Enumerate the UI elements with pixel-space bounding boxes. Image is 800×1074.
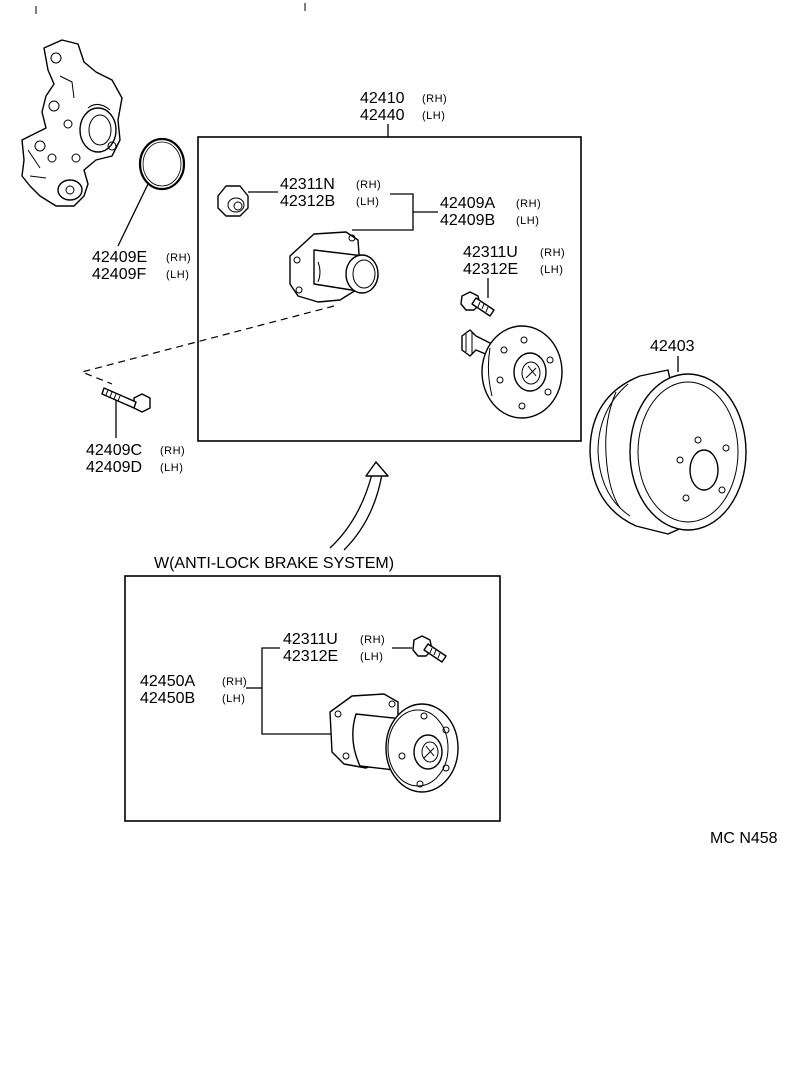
part-number-42409C: 42409C (86, 442, 142, 459)
o-ring-leader (117, 183, 149, 247)
bearing-housing-icon[interactable] (289, 231, 379, 303)
axle-hub-icon[interactable] (461, 325, 563, 419)
bearing-label: 42409A (RH) 42409B (LH) (440, 195, 541, 229)
o-ring-inner (142, 141, 182, 187)
rh-suffix: (RH) (356, 179, 381, 191)
abs-title: W(ANTI-LOCK BRAKE SYSTEM) (154, 555, 394, 572)
part-number-42440: 42440 (360, 107, 405, 124)
part-number-42312B: 42312B (280, 193, 335, 210)
diagram-code: MC N458 (710, 830, 778, 847)
lh-suffix: (LH) (540, 264, 563, 276)
part-number-42450A: 42450A (140, 673, 195, 690)
abs-bolt-label: 42311U (RH) 42312E (LH) (283, 631, 385, 665)
abs-bolt-icon[interactable] (412, 635, 447, 663)
hub-bolt-label: 42311U (RH) 42312E (LH) (463, 244, 565, 278)
part-number-42311U: 42311U (463, 244, 518, 261)
part-number-42403: 42403 (650, 338, 695, 355)
part-number-42410: 42410 (360, 90, 405, 107)
rh-suffix: (RH) (540, 247, 565, 259)
part-number-42311N: 42311N (280, 176, 335, 193)
lh-suffix: (LH) (222, 693, 245, 705)
lh-suffix: (LH) (166, 269, 189, 281)
rh-suffix: (RH) (422, 93, 447, 105)
part-number-42409A: 42409A (440, 195, 495, 212)
rh-suffix: (RH) (160, 445, 185, 457)
part-number-42409B: 42409B (440, 212, 495, 229)
o-ring-label: 42409E (RH) 42409F (LH) (92, 249, 191, 283)
rh-suffix: (RH) (166, 252, 191, 264)
part-number-42312E: 42312E (283, 648, 338, 665)
hub-nut-icon[interactable] (217, 185, 249, 217)
lh-suffix: (LH) (516, 215, 539, 227)
part-number-42409E: 42409E (92, 249, 147, 266)
lh-suffix: (LH) (360, 651, 383, 663)
arrow-icon (329, 461, 389, 551)
mount-bolt-label: 42409C (RH) 42409D (LH) (86, 442, 185, 476)
rh-suffix: (RH) (360, 634, 385, 646)
hub-assembly-box (197, 136, 582, 442)
nut-label: 42311N (RH) 42312B (LH) (280, 176, 381, 210)
abs-hub-label: 42450A (RH) 42450B (LH) (140, 673, 247, 707)
mount-bolt-icon[interactable] (101, 387, 151, 413)
o-ring-icon[interactable] (138, 137, 186, 191)
abs-hub-bearing-icon[interactable] (329, 693, 459, 793)
part-number-42312E: 42312E (463, 261, 518, 278)
rh-suffix: (RH) (516, 198, 541, 210)
hub-bolt-icon[interactable] (460, 291, 495, 317)
install-path (80, 305, 335, 385)
lh-suffix: (LH) (160, 462, 183, 474)
rh-suffix: (RH) (222, 676, 247, 688)
knuckle-icon[interactable] (21, 39, 123, 207)
abs-bracket (261, 647, 334, 735)
part-number-42409F: 42409F (92, 266, 146, 283)
part-number-42311U: 42311U (283, 631, 338, 648)
part-number-42409D: 42409D (86, 459, 142, 476)
lh-suffix: (LH) (422, 110, 445, 122)
abs-box (124, 575, 501, 822)
brake-drum-icon[interactable] (589, 369, 747, 535)
part-number-42450B: 42450B (140, 690, 195, 707)
top-marks (35, 3, 306, 14)
lh-suffix: (LH) (356, 196, 379, 208)
